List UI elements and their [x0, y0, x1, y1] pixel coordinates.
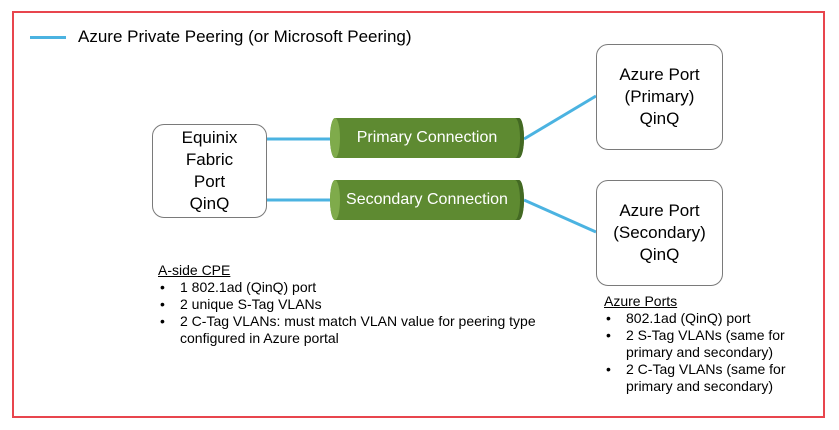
a-side-cpe-list: 1 802.1ad (QinQ) port 2 unique S-Tag VLA…	[158, 279, 538, 347]
list-item: 2 C-Tag VLANs (same for primary and seco…	[604, 361, 814, 395]
azure-primary-port-box: Azure Port (Primary) QinQ	[596, 44, 723, 150]
legend-line-swatch	[30, 35, 66, 39]
line-secondary-to-azure	[523, 198, 597, 234]
list-item: 2 C-Tag VLANs: must match VLAN value for…	[158, 313, 538, 347]
list-item: 2 S-Tag VLANs (same for primary and seco…	[604, 327, 814, 361]
primary-connection-pipe: Primary Connection	[330, 118, 524, 158]
equinix-fabric-port-box: Equinix Fabric Port QinQ	[152, 124, 267, 218]
azure-ports-list: 802.1ad (QinQ) port 2 S-Tag VLANs (same …	[604, 310, 814, 395]
diagram-frame	[12, 11, 825, 418]
primary-connection-label: Primary Connection	[356, 129, 498, 146]
list-item: 1 802.1ad (QinQ) port	[158, 279, 538, 296]
secondary-connection-label: Secondary Connection	[346, 191, 508, 208]
legend: Azure Private Peering (or Microsoft Peer…	[30, 27, 412, 47]
list-item: 802.1ad (QinQ) port	[604, 310, 814, 327]
legend-label: Azure Private Peering (or Microsoft Peer…	[78, 27, 412, 46]
a-side-cpe-title: A-side CPE	[158, 262, 231, 278]
azure-ports-notes: Azure Ports 802.1ad (QinQ) port 2 S-Tag …	[604, 293, 814, 395]
a-side-cpe-notes: A-side CPE 1 802.1ad (QinQ) port 2 uniqu…	[158, 262, 538, 347]
secondary-connection-pipe: Secondary Connection	[330, 180, 524, 220]
azure-ports-title: Azure Ports	[604, 293, 678, 309]
azure-secondary-port-box: Azure Port (Secondary) QinQ	[596, 180, 723, 286]
list-item: 2 unique S-Tag VLANs	[158, 296, 538, 313]
line-primary-to-azure	[523, 94, 597, 141]
